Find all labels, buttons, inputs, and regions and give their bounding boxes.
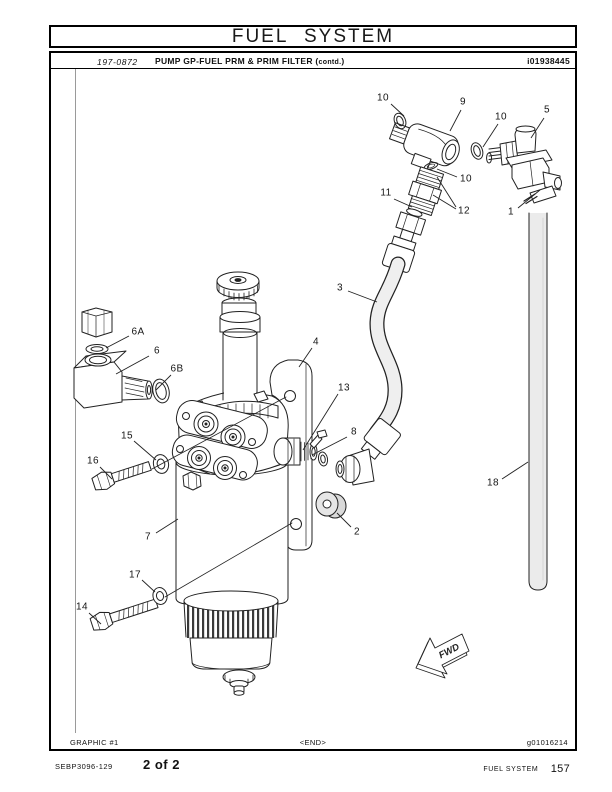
section-title: FUEL SYSTEM	[231, 26, 395, 47]
end-marker: <END>	[299, 738, 327, 747]
graphic-id: g01016214	[526, 738, 568, 747]
graphic-number: GRAPHIC #1	[70, 738, 119, 747]
graphic-cell-divider	[75, 69, 76, 733]
graphic-footer: GRAPHIC #1 <END> g01016214	[51, 738, 575, 750]
page-of: 2 of 2	[143, 757, 180, 772]
graphic-title-tail: )	[341, 56, 345, 66]
graphic-title: PUMP GP-FUEL PRM & PRIM FILTER (contd.)	[155, 56, 344, 66]
graphic-title-main: PUMP GP-FUEL PRM & PRIM FILTER (	[155, 56, 319, 66]
graphic-title-contd: contd.	[318, 59, 342, 66]
section-title-box: FUEL SYSTEM	[49, 25, 577, 48]
header-rule	[51, 68, 575, 69]
footer-section: FUEL SYSTEM	[483, 766, 539, 773]
content-box	[49, 51, 577, 751]
doc-id: i01938445	[527, 56, 570, 66]
page-footer: SEBP3096-129 2 of 2 FUEL SYSTEM 157	[0, 755, 612, 779]
part-ref-number: 197-0872	[97, 57, 138, 67]
page-number: 157	[550, 763, 570, 775]
manual-code: SEBP3096-129	[55, 762, 113, 771]
footer-right: FUEL SYSTEM 157	[483, 759, 570, 777]
